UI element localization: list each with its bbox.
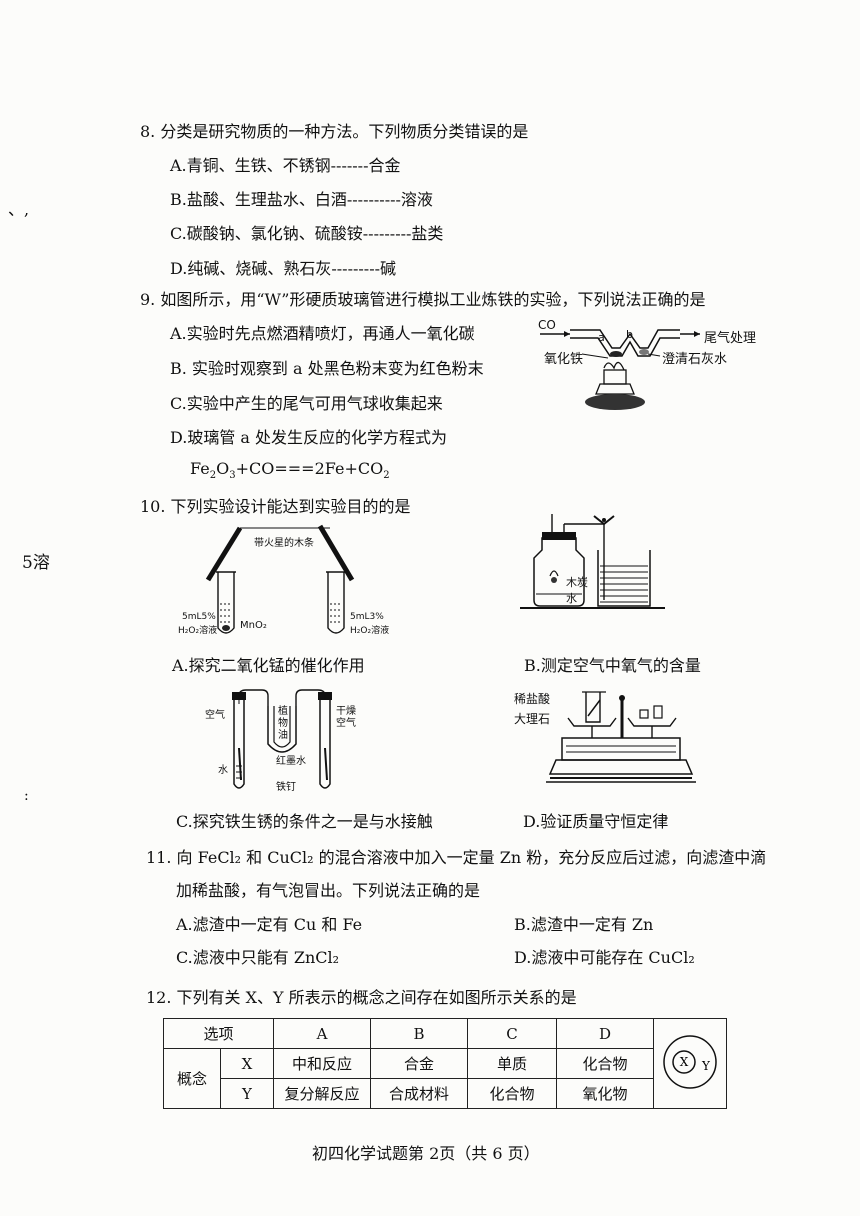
fig-d-marble-label: 大理石 (514, 712, 551, 726)
q8-option-c: C.碳酸钠、氯化钠、硫酸铵---------盐类 (170, 224, 444, 243)
table-row: 选项 A B C D X Y (163, 1018, 727, 1109)
q11-stem-line1: 11. 向 FeCl₂ 和 CuCl₂ 的混合溶液中加入一定量 Zn 粉，充分反… (146, 848, 767, 867)
q10-fig-a (205, 524, 355, 634)
fig-c-dry-label-2: 空气 (336, 718, 356, 729)
fig-c-red-ink-label: 红墨水 (276, 756, 306, 767)
q11-stem-line2: 加稀盐酸，有气泡冒出。下列说法正确的是 (176, 881, 481, 900)
table-row: Y 复分解反应 合成材料 化合物 氧化物 (164, 1078, 727, 1109)
q9-option-a: A.实验时先点燃酒精喷灯，再通人一氧化碳 (170, 324, 475, 343)
q9-option-b: B. 实验时观察到 a 处黑色粉末变为红色粉末 (170, 359, 484, 378)
margin-text: 5溶 (22, 553, 50, 573)
q9-equation: Fe2O3+CO===2Fe+CO2 (190, 459, 390, 482)
q9-label-iron-oxide: 氧化铁 (544, 352, 584, 367)
table-cell: 合金 (370, 1048, 468, 1079)
fig-c-water-label: 水 (218, 765, 228, 776)
q9-option-c: C.实验中产生的尾气可用气球收集起来 (170, 394, 443, 413)
table-header-a: A (273, 1018, 371, 1049)
table-cell: 复分解反应 (273, 1078, 371, 1109)
table-header-c: C (467, 1018, 557, 1049)
venn-x-label: X (680, 1055, 689, 1069)
fig-c-nail-label: 铁钉 (276, 782, 296, 793)
q10-caption-c: C.探究铁生锈的条件之一是与水接触 (176, 812, 433, 831)
fig-a-mno2-label: MnO₂ (240, 620, 267, 631)
table-cell: 化合物 (556, 1048, 654, 1079)
q11-option-b: B.滤渣中一定有 Zn (514, 915, 654, 934)
q9-label-limewater: 澄清石灰水 (662, 352, 728, 367)
page-footer: 初四化学试题第 2页（共 6 页） (312, 1144, 540, 1163)
q9-w-tube-figure (540, 329, 700, 410)
fig-c-oil-label-2: 物 (278, 718, 288, 729)
table-cell: 氧化物 (556, 1078, 654, 1109)
q9-label-a: a (598, 331, 605, 344)
table-cell: 中和反应 (273, 1048, 371, 1079)
fig-c-oil-label-3: 油 (278, 730, 288, 741)
q10-caption-b: B.测定空气中氧气的含量 (524, 656, 701, 675)
fig-b-water-label: 水 (566, 592, 577, 605)
margin-comma: 、, (8, 200, 30, 219)
table-header-b: B (370, 1018, 468, 1049)
table-cell: 化合物 (467, 1078, 557, 1109)
q10-caption-d: D.验证质量守恒定律 (523, 812, 669, 831)
q10-stem: 10. 下列实验设计能达到实验目的的是 (140, 497, 411, 516)
q9-stem: 9. 如图所示，用“W”形硬质玻璃管进行模拟工业炼铁的实验，下列说法正确的是 (140, 290, 706, 309)
fig-a-left-tube-label2: H₂O₂溶液 (178, 626, 218, 636)
q9-label-b: b (626, 328, 633, 341)
q10-fig-c (232, 689, 332, 789)
table-cell: 合成材料 (370, 1078, 468, 1109)
q11-option-c: C.滤液中只能有 ZnCl₂ (176, 948, 340, 967)
table-x-label: X (220, 1048, 274, 1079)
table-row: 概念 X 中和反应 合金 单质 化合物 (163, 1048, 727, 1109)
q8-option-a: A.青铜、生铁、不锈钢-------合金 (170, 156, 401, 175)
venn-y-label: Y (701, 1059, 711, 1073)
q9-label-tail: 尾气处理 (704, 331, 757, 346)
q8-option-d: D.纯碱、烧碱、熟石灰---------碱 (170, 259, 397, 278)
table-venn-cell: X Y (653, 1018, 727, 1109)
fig-a-left-tube-label: 5mL5% (182, 612, 216, 622)
margin-dots: : (24, 788, 29, 804)
q8-option-b: B.盐酸、生理盐水、白酒----------溶液 (170, 190, 433, 209)
table-y-label: Y (220, 1078, 274, 1109)
fig-c-dry-label-1: 干燥 (336, 706, 356, 717)
fig-a-right-tube-label: 5mL3% (350, 612, 384, 622)
table-header-d: D (556, 1018, 654, 1049)
q11-option-d: D.滤液中可能存在 CuCl₂ (514, 948, 695, 967)
q12-table: 选项 A B C D X Y 概念 X 中和反应 合金 单质 化合物 Y 复分解… (163, 1018, 727, 1109)
fig-c-oil-label-1: 植 (278, 706, 288, 717)
venn-diagram: X Y (663, 1034, 717, 1089)
q9-option-d: D.玻璃管 a 处发生反应的化学方程式为 (170, 428, 448, 447)
table-cell: 单质 (467, 1048, 557, 1079)
fig-a-right-tube-label2: H₂O₂溶液 (350, 626, 390, 636)
q12-stem: 12. 下列有关 X、Y 所表示的概念之间存在如图所示关系的是 (146, 988, 577, 1007)
table-header-option: 选项 (163, 1018, 274, 1049)
q10-caption-a: A.探究二氧化锰的催化作用 (172, 656, 365, 675)
q10-fig-d (546, 691, 696, 783)
fig-a-splint-label: 带火星的木条 (254, 538, 314, 549)
table-concept-cell: 概念 (163, 1048, 221, 1109)
q9-label-co: CO (538, 318, 556, 332)
q11-option-a: A.滤渣中一定有 Cu 和 Fe (176, 915, 363, 934)
fig-d-acid-label: 稀盐酸 (514, 692, 551, 706)
fig-b-charcoal-label: 木炭 (566, 576, 588, 589)
q10-fig-b (520, 514, 665, 609)
q8-stem: 8. 分类是研究物质的一种方法。下列物质分类错误的是 (140, 122, 529, 141)
fig-c-air-label: 空气 (205, 710, 225, 721)
